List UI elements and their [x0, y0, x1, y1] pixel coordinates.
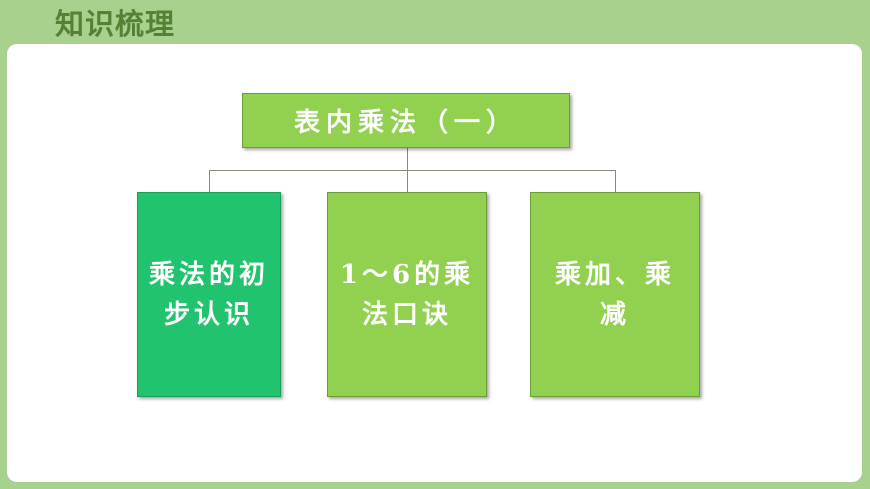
connector-child-3: [615, 170, 616, 192]
connector-horizontal: [209, 170, 615, 171]
root-node-label: 表内乘法（一）: [293, 108, 518, 138]
child-node-mixed-operations: 乘加、乘减: [530, 192, 700, 397]
connector-root-vertical: [407, 148, 408, 192]
child-node-label: 1～6的乘法口诀: [339, 259, 475, 330]
child-node-multiplication-table: 1～6的乘法口诀: [327, 192, 487, 397]
connector-child-1: [209, 170, 210, 192]
section-title: 知识梳理: [55, 7, 176, 41]
child-node-label: 乘法的初步认识: [148, 259, 269, 330]
child-node-label: 乘加、乘减: [554, 259, 675, 330]
root-node: 表内乘法（一）: [242, 93, 570, 148]
child-node-initial-understanding: 乘法的初步认识: [137, 192, 281, 397]
